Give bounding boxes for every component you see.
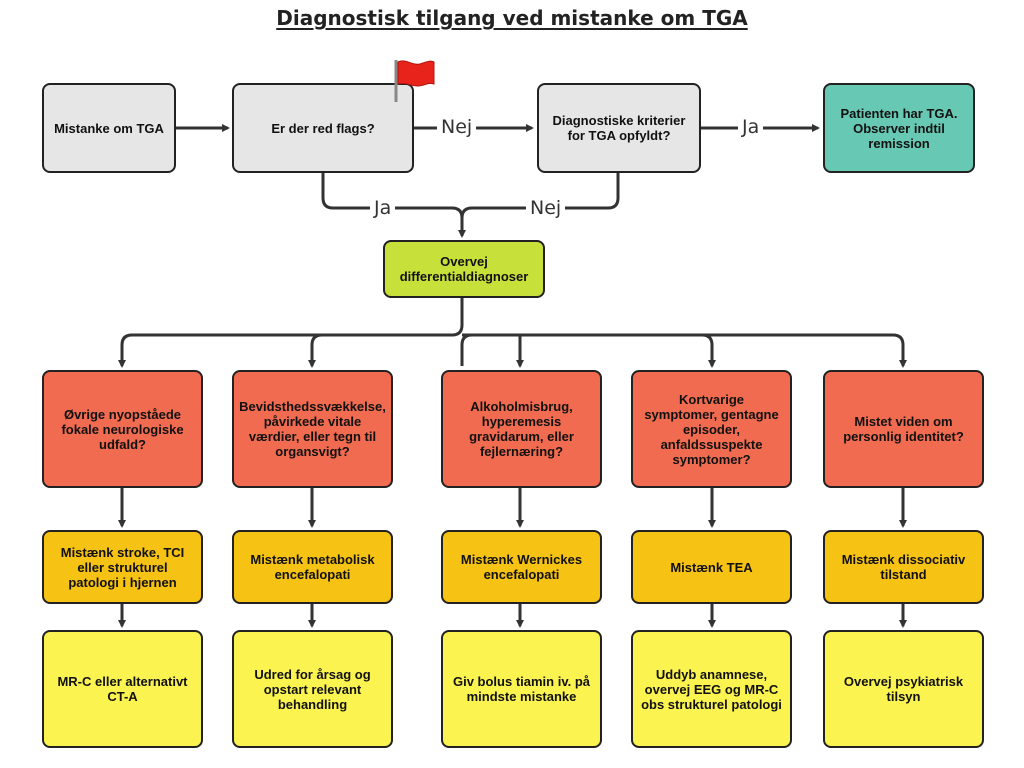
arrow-to-branch-1 [118, 298, 464, 368]
node-suspect-4: Mistænk TEA [631, 530, 792, 604]
node-has-tga: Patienten har TGA. Observer indtil remis… [823, 83, 975, 173]
node-question-5: Mistet viden om personlig identitet? [823, 370, 984, 488]
node-criteria: Diagnostiske kriterier for TGA opfyldt? [537, 83, 701, 173]
red-flag-icon [394, 60, 435, 102]
node-suspect-3: Mistænk Wernickes encefalopati [441, 530, 602, 604]
node-question-3: Alkoholmisbrug, hyperemesis gravidarum, … [441, 370, 602, 488]
node-action-1: MR-C eller alternativt CT-A [42, 630, 203, 748]
node-action-3: Giv bolus tiamin iv. på mindste mistanke [441, 630, 602, 748]
arrow-to-branch-2 [308, 333, 323, 368]
edge-label-redflags-yes: Ja [370, 197, 396, 219]
node-suspicion: Mistanke om TGA [42, 83, 176, 173]
diagram-title: Diagnostisk tilgang ved mistanke om TGA [276, 6, 748, 30]
arrow-to-branch-5 [702, 333, 907, 368]
node-action-4: Uddyb anamnese, overvej EEG og MR-C obs … [631, 630, 792, 748]
arrow-to-branch-4 [462, 333, 716, 368]
node-suspect-2: Mistænk metabolisk encefalopati [232, 530, 393, 604]
edge-label-criteria-no: Nej [526, 197, 566, 219]
edge-label-redflags-no: Nej [437, 116, 477, 138]
node-differential: Overvej differentialdiagnoser [383, 240, 545, 298]
node-question-2: Bevidsthedssvækkelse, påvirkede vitale v… [232, 370, 393, 488]
node-suspect-5: Mistænk dissociativ tilstand [823, 530, 984, 604]
node-question-4: Kortvarige symptomer, gentagne episoder,… [631, 370, 792, 488]
edge-label-criteria-yes: Ja [738, 116, 764, 138]
node-action-2: Udred for årsag og opstart relevant beha… [232, 630, 393, 748]
arrow-criteria-no [460, 173, 620, 219]
arrow-to-branch-3 [462, 333, 524, 368]
node-action-5: Overvej psykiatrisk tilsyn [823, 630, 984, 748]
node-suspect-1: Mistænk stroke, TCI eller strukturel pat… [42, 530, 203, 604]
node-question-1: Øvrige nyopståede fokale neurologiske ud… [42, 370, 203, 488]
arrow-to-branch-3-join [460, 333, 473, 366]
node-red-flags: Er der red flags? [232, 83, 414, 173]
